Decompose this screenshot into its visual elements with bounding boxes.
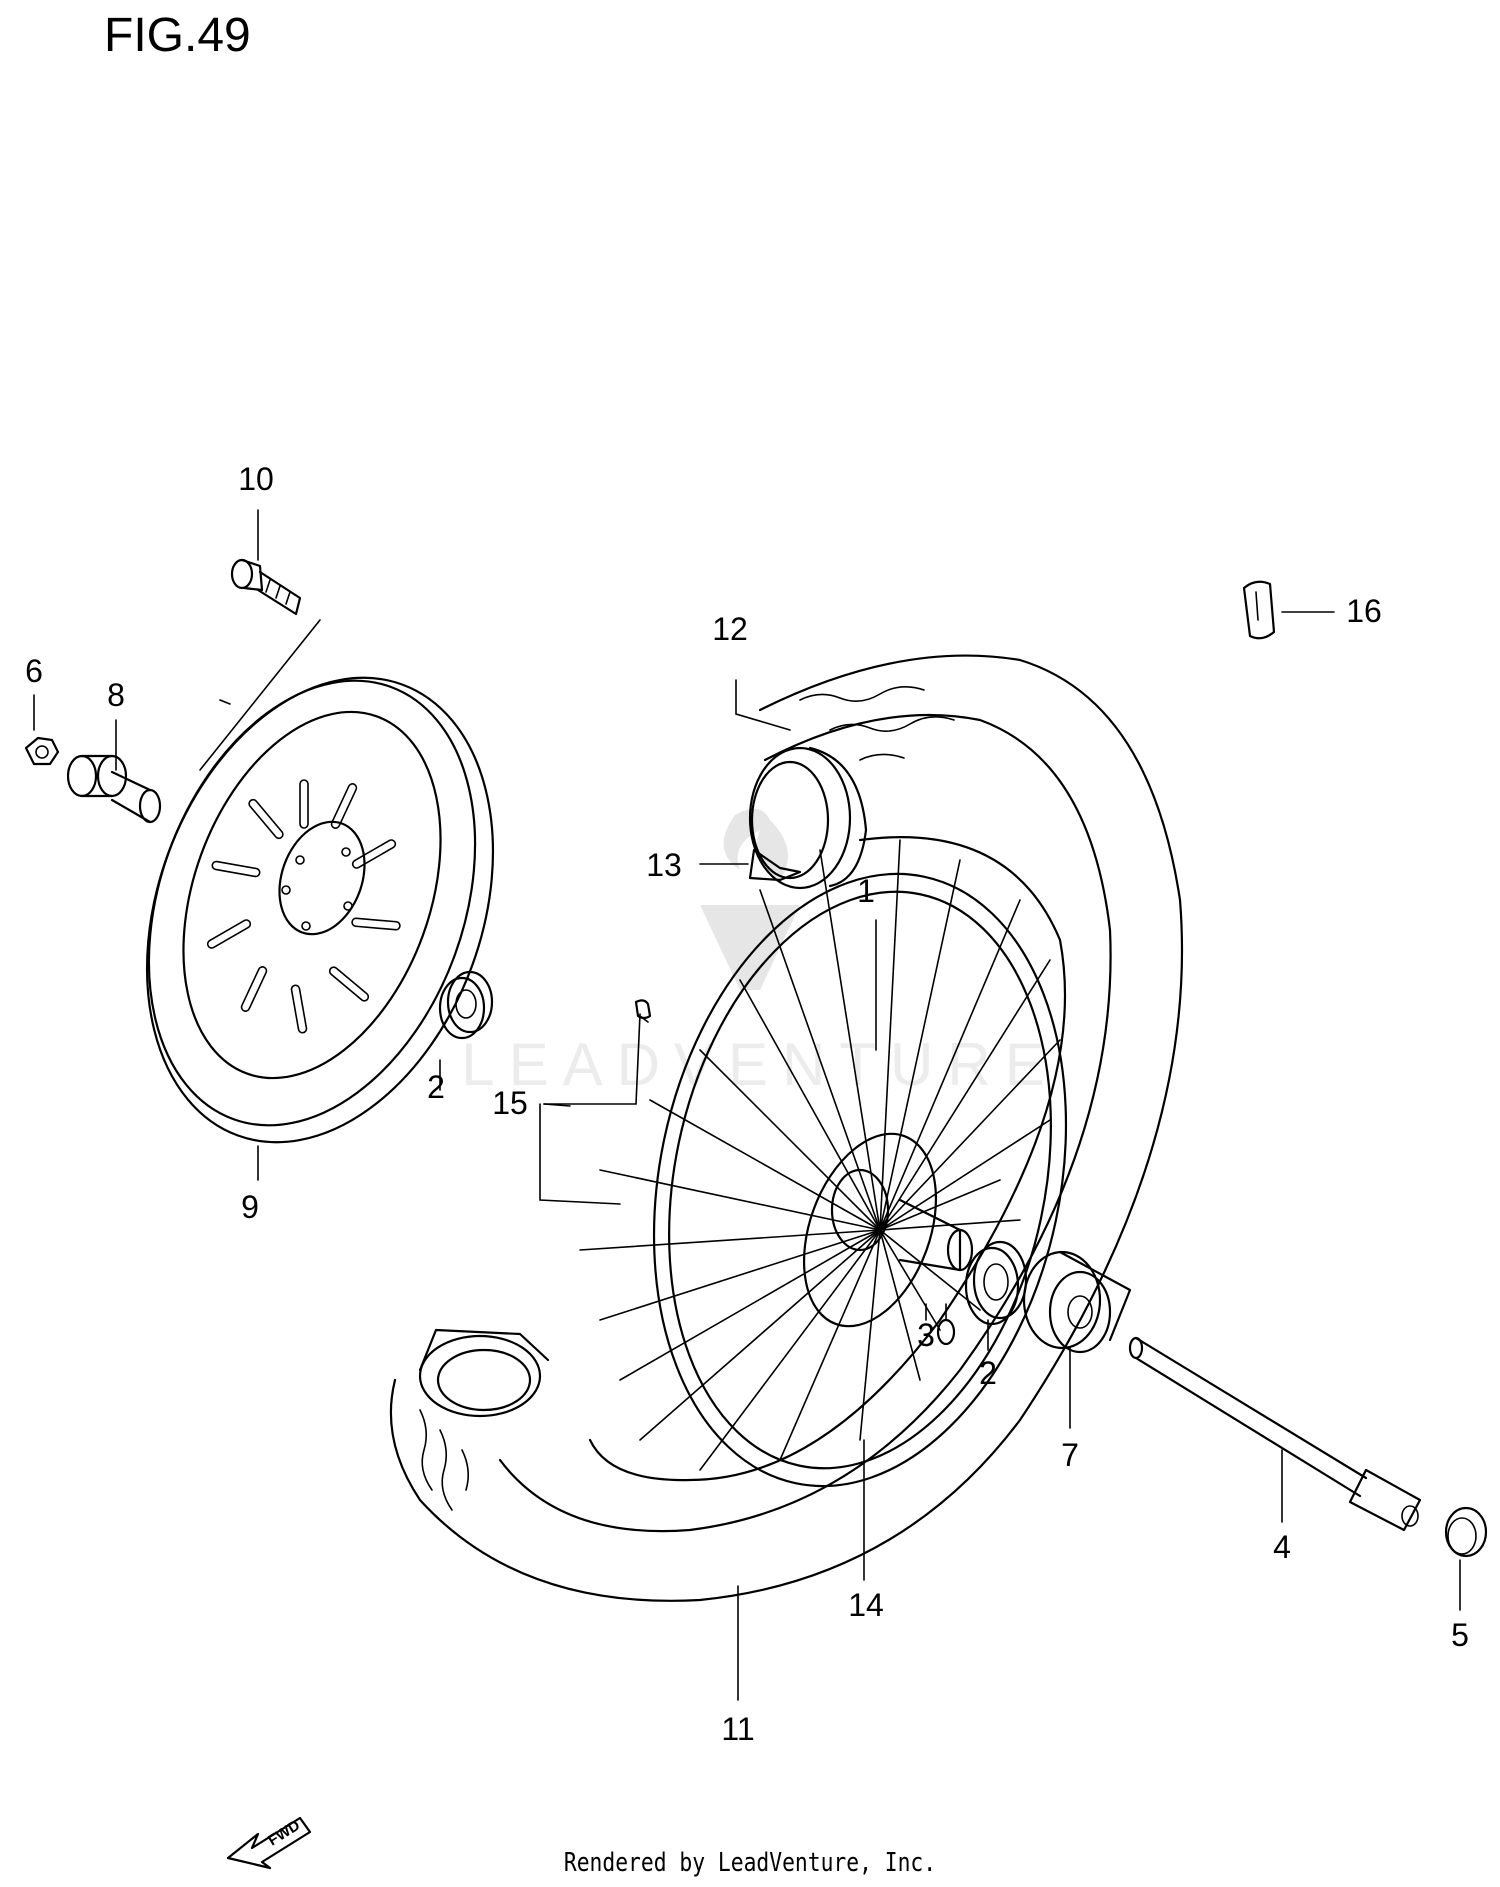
part-9-brake-disc[interactable] [86,629,555,1191]
callout-11: 11 [721,1711,754,1747]
callout-4: 4 [1273,1529,1291,1565]
callout-15: 15 [492,1085,528,1121]
callout-2-right: 2 [979,1355,997,1391]
part-15-valve[interactable] [634,999,652,1023]
part-2-bearing-left[interactable] [438,970,494,1040]
fwd-label: FWD [265,1817,303,1850]
callout-6: 6 [25,653,43,689]
watermark-text: LEADVENTURE [461,1031,1058,1098]
part-14-rim-and-spokes[interactable] [579,835,1120,1525]
callout-2-left: 2 [427,1069,445,1105]
callout-5: 5 [1451,1617,1469,1653]
callout-7: 7 [1061,1437,1079,1473]
part-7-collar[interactable] [1022,1250,1132,1354]
part-3-spacer[interactable] [936,1318,956,1346]
part-12-tire-end-upper[interactable] [748,746,868,890]
callout-14: 14 [848,1587,884,1623]
hub[interactable] [779,1116,974,1345]
tire-end-lower[interactable] [418,1328,550,1418]
part-8-spacer[interactable] [66,754,162,824]
render-credit: Rendered by LeadVenture, Inc. [563,1848,937,1878]
part-5-cap[interactable] [1444,1506,1488,1558]
callout-1: 1 [857,873,875,909]
figure-title: FIG.49 [104,9,251,62]
callout-10: 10 [238,461,274,497]
watermark-logo: LEADVENTURE [461,808,1058,1098]
callout-9: 9 [241,1189,259,1225]
part-16-valve-cap[interactable] [1242,580,1276,640]
part-10-bolt[interactable] [230,558,302,616]
callout-8: 8 [107,677,125,713]
part-2-bearing-right[interactable] [964,1240,1028,1326]
callout-12: 12 [712,611,748,647]
part-4-axle[interactable] [1128,1336,1422,1532]
callout-3: 3 [917,1317,935,1353]
callout-16: 16 [1346,593,1382,629]
part-13-rim-band[interactable] [748,848,802,882]
callout-13: 13 [646,847,682,883]
part-6-nut[interactable] [24,736,60,766]
leader-lines [33,509,1461,1701]
